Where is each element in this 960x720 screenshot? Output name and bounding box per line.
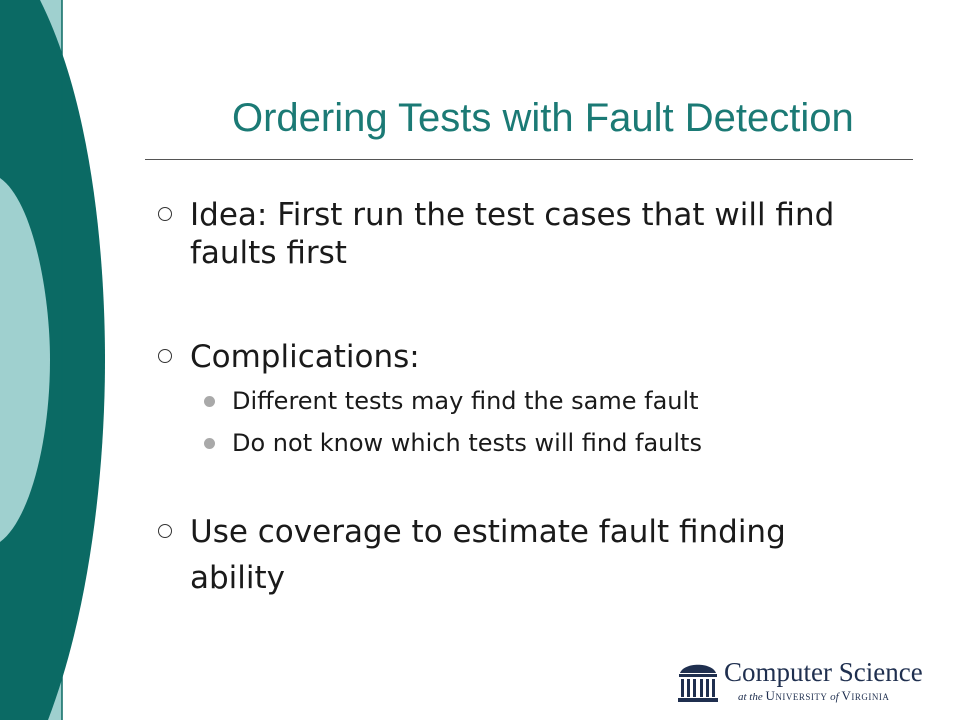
bullet-complications: Complications: — [150, 338, 910, 376]
sub-bullet-unknown-faults: Do not know which tests will find faults — [150, 422, 910, 464]
logo-sub-at: at the — [738, 691, 763, 703]
logo-sub-of: of — [830, 691, 839, 703]
filled-dot-bullet-icon — [204, 438, 215, 449]
hollow-circle-bullet-icon — [158, 349, 172, 363]
bullet-list: Idea: First run the test cases that will… — [150, 196, 910, 601]
slide-title: Ordering Tests with Fault Detection — [232, 96, 854, 140]
left-arc-dark — [0, 0, 105, 720]
title-underline — [145, 159, 913, 160]
left-arc-inner — [0, 178, 50, 542]
bullet-text: Use coverage to estimate fault finding a… — [190, 514, 786, 596]
logo-sub-university: University — [765, 688, 828, 703]
rotunda-icon — [678, 664, 718, 702]
hollow-circle-bullet-icon — [158, 207, 172, 221]
bullet-idea: Idea: First run the test cases that will… — [150, 196, 890, 272]
logo-subtitle: at the University of Virginia — [738, 688, 889, 704]
hollow-circle-bullet-icon — [158, 524, 172, 538]
bullet-text: Idea: First run the test cases that will… — [190, 197, 835, 271]
sub-bullet-text: Do not know which tests will find faults — [232, 429, 702, 457]
sub-bullet-text: Different tests may find the same fault — [232, 387, 699, 415]
filled-dot-bullet-icon — [204, 396, 215, 407]
computer-science-uva-logo: Computer Science at the University of Vi… — [676, 655, 946, 705]
bullet-coverage: Use coverage to estimate fault finding a… — [150, 509, 790, 601]
sub-bullet-same-fault: Different tests may find the same fault — [150, 380, 910, 422]
logo-sub-virginia: Virginia — [841, 688, 890, 703]
bullet-text: Complications: — [190, 339, 420, 375]
logo-wordmark: Computer Science — [724, 657, 923, 687]
